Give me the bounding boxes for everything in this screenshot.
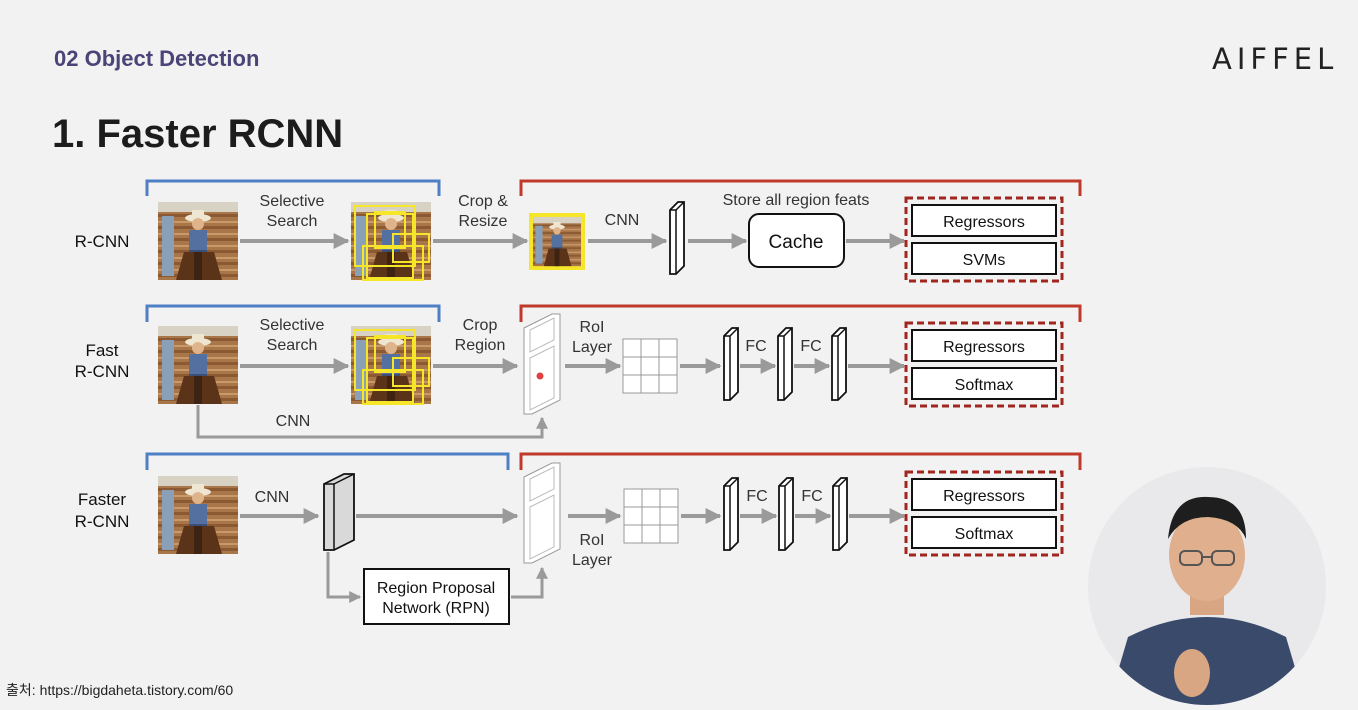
roi-pool-grid-fast — [622, 338, 678, 394]
output-heads-faster — [904, 470, 1064, 557]
rpn-proposal-arrow — [511, 566, 548, 599]
cnn-label-fast: CNN — [276, 413, 311, 430]
cnn-label-faster: CNN — [255, 489, 290, 506]
section-title: 02 Object Detection — [54, 46, 260, 71]
output-regressors-faster: Regressors — [943, 488, 1025, 505]
cache-label: Cache — [769, 232, 824, 253]
cnn-skip-arrow-fast — [196, 405, 548, 439]
input-image-fast — [158, 326, 238, 404]
fc-layer-fast-3 — [831, 327, 847, 401]
row-label-fast-2: R-CNN — [75, 362, 130, 381]
source-prefix: 출처: — [6, 682, 36, 698]
cnn-label-rcnn: CNN — [605, 212, 640, 229]
fc-label-fast-1: FC — [745, 338, 766, 355]
rpn-box — [363, 568, 510, 625]
feature-vector-rcnn — [669, 201, 685, 275]
bracket-red-fast — [519, 304, 1082, 322]
cache-box — [748, 213, 845, 268]
crop-region-label-1: Crop — [463, 317, 498, 334]
feature-map-fast — [523, 313, 561, 415]
page-title: 1. Faster RCNN — [52, 112, 344, 156]
output-box — [911, 204, 1057, 237]
output-softmax-faster: Softmax — [955, 526, 1014, 543]
presenter-avatar — [1088, 467, 1326, 705]
backbone-feature-map-faster — [323, 473, 355, 551]
crop-resize-label-1: Crop & — [458, 193, 508, 210]
output-box — [911, 242, 1057, 275]
input-image-rcnn — [158, 202, 238, 280]
rpn-label-1: Region Proposal — [377, 580, 495, 597]
bracket-blue-rcnn — [145, 179, 441, 196]
crop-resize-label-2: Resize — [459, 213, 508, 230]
fc-layer-faster-1 — [723, 477, 739, 551]
source-url[interactable]: https://bigdaheta.tistory.com/60 — [39, 682, 234, 698]
row-label-faster-1: Faster — [78, 490, 127, 509]
output-svms-rcnn: SVMs — [963, 252, 1006, 269]
row-label-fast-1: Fast — [85, 341, 118, 360]
fc-label-faster-2: FC — [801, 488, 822, 505]
fc-layer-fast-1 — [723, 327, 739, 401]
roi-layer-label-faster-1: RoI — [580, 532, 605, 549]
roi-layer-label-fast-1: RoI — [580, 319, 605, 336]
roi-pool-grid-faster — [623, 488, 679, 544]
output-heads-fast — [904, 321, 1064, 408]
selective-search-label-fast-1: Selective — [260, 317, 325, 334]
output-box — [911, 478, 1057, 511]
selective-search-label-rcnn-1: Selective — [260, 193, 325, 210]
store-feats-label: Store all region feats — [723, 192, 870, 209]
output-box — [911, 516, 1057, 549]
input-image-faster — [158, 476, 238, 554]
rpn-label-2: Network (RPN) — [382, 600, 490, 617]
row-label-rcnn: R-CNN — [75, 232, 130, 251]
output-box — [911, 329, 1057, 362]
fc-layer-fast-2 — [777, 327, 793, 401]
bracket-red-faster — [519, 452, 1082, 470]
source-citation: 출처:https://bigdaheta.tistory.com/60 — [6, 680, 233, 700]
selective-search-label-fast-2: Search — [267, 337, 318, 354]
bracket-blue-fast — [145, 304, 441, 322]
output-heads-rcnn — [904, 196, 1064, 283]
fc-label-faster-1: FC — [746, 488, 767, 505]
output-softmax-fast: Softmax — [955, 377, 1014, 394]
presenter-video — [1088, 467, 1326, 705]
output-box — [911, 367, 1057, 400]
cropped-region-image — [529, 213, 585, 270]
fc-layer-faster-2 — [778, 477, 794, 551]
fc-label-fast-2: FC — [800, 338, 821, 355]
output-regressors-fast: Regressors — [943, 339, 1025, 356]
bracket-blue-faster — [145, 452, 510, 470]
selective-search-label-rcnn-2: Search — [267, 213, 318, 230]
roi-layer-label-fast-2: Layer — [572, 339, 613, 356]
output-regressors-rcnn: Regressors — [943, 214, 1025, 231]
crop-region-label-2: Region — [455, 337, 506, 354]
roi-layer-label-faster-2: Layer — [572, 552, 613, 569]
brand-logo: AIFFEL — [1212, 42, 1339, 76]
bracket-red-rcnn — [519, 179, 1082, 196]
arrow-to-rpn — [326, 552, 362, 603]
row-label-faster-2: R-CNN — [75, 512, 130, 531]
fc-layer-faster-3 — [832, 477, 848, 551]
roi-point — [536, 372, 544, 380]
feature-map-faster — [523, 462, 561, 564]
